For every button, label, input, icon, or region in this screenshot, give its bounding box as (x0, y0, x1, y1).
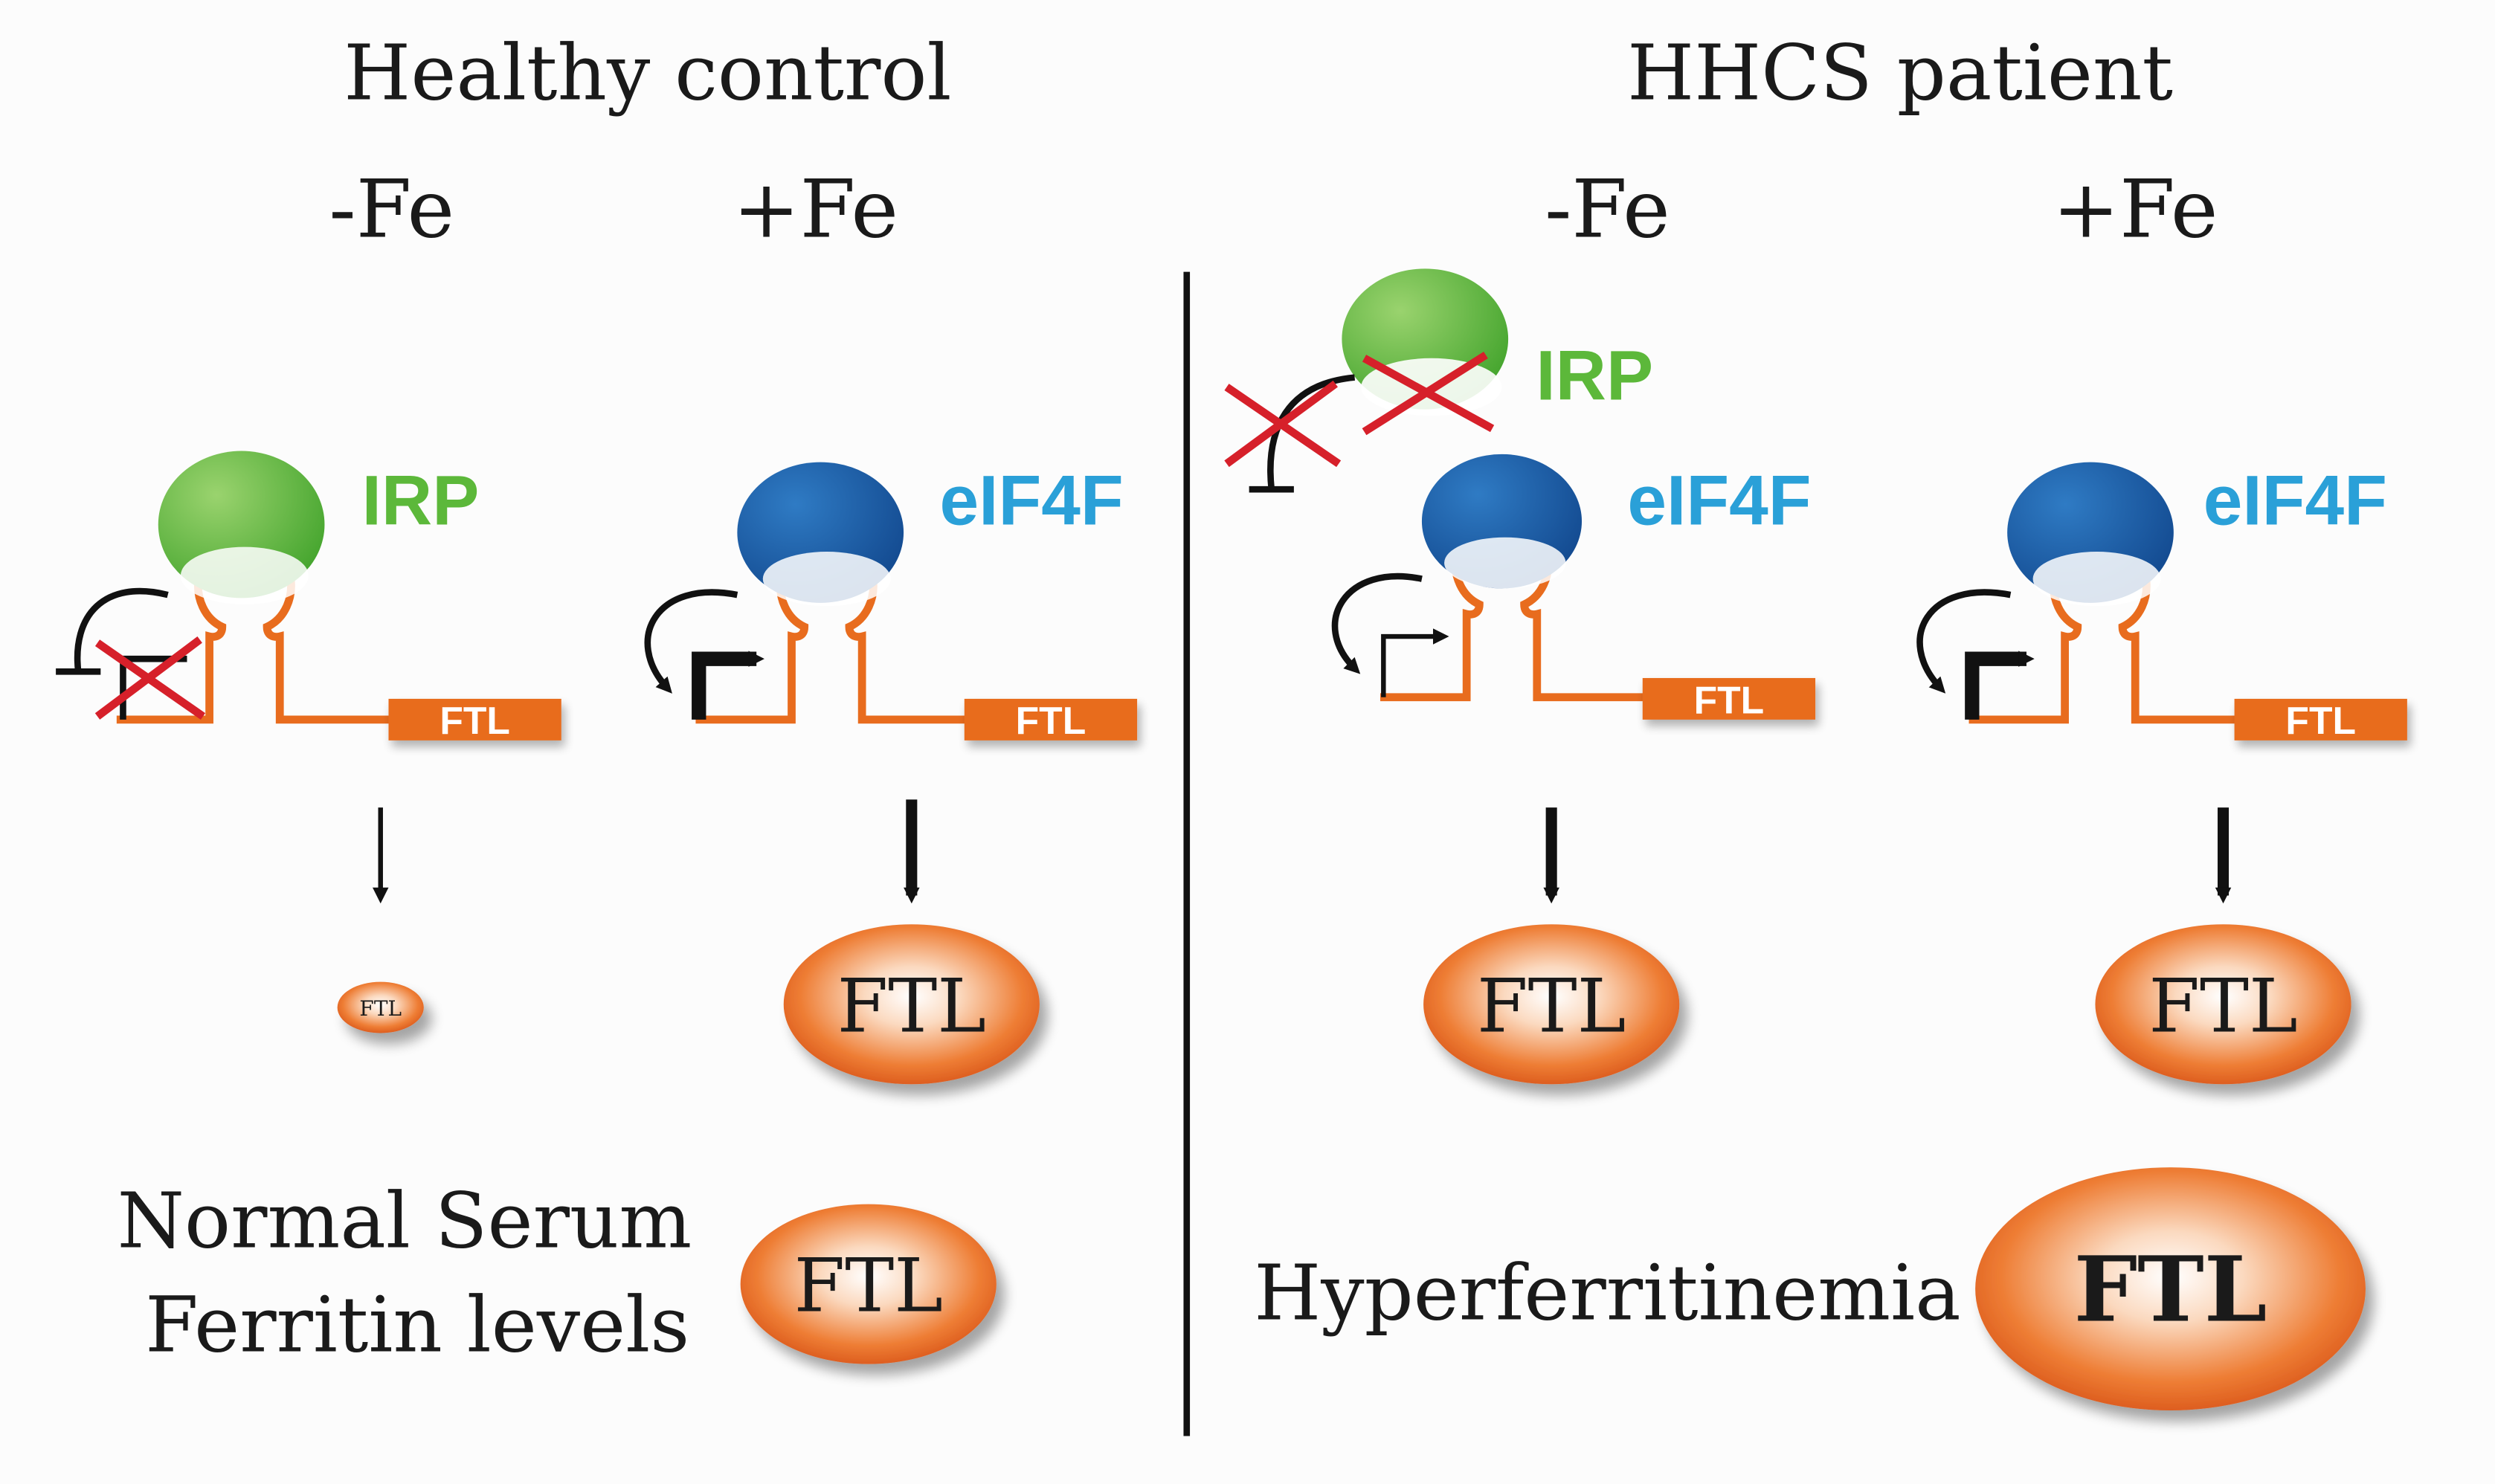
healthy-control-title: Healthy control (344, 28, 951, 117)
ftl-gene-box (964, 698, 1138, 741)
repression-blocked-cross-icon (1224, 380, 1342, 468)
patient-plus-fe-construct: FTL eIF4F (1916, 461, 2407, 742)
ftl-protein-small (337, 981, 424, 1033)
ftl-protein-patient-minus-fe (1423, 924, 1680, 1085)
eif4f-label: eIF4F (1627, 461, 1811, 540)
patient-minus-fe-label: -Fe (1545, 163, 1670, 256)
hyperferritinemia-protein-label: FTL (2074, 1238, 2267, 1343)
ftl-gene-box (2234, 698, 2407, 741)
start-arrow (692, 651, 764, 720)
activation-curve (1331, 572, 1423, 674)
hyperferritinemia-label: Hyperferritinemia (1254, 1248, 1960, 1338)
healthy-minus-fe-construct: FTL IRP (56, 451, 561, 742)
irp-binding-blocked-cross-icon (1362, 351, 1495, 436)
ftl-protein-patient-plus-fe (2095, 924, 2351, 1085)
irp-binding-highlight (180, 546, 309, 605)
ftl-protein-patient-minus-fe-label: FTL (1477, 964, 1626, 1049)
eif4f-label: eIF4F (940, 461, 1124, 540)
repression-curve (1267, 374, 1356, 490)
patient-plus-fe-label: +Fe (2053, 163, 2218, 256)
ftl-protein-patient-plus-fe-label: FTL (2148, 964, 2297, 1049)
healthy-minus-fe-label: -Fe (329, 163, 454, 256)
ftl-gene-label: FTL (440, 699, 510, 742)
hyperferritinemia-protein (1975, 1167, 2366, 1411)
repression-curve (74, 587, 169, 672)
ftl-gene-label: FTL (1694, 678, 1765, 721)
activation-curve (644, 589, 738, 694)
ftl-gene-label: FTL (1016, 699, 1086, 742)
healthy-plus-fe-construct: FTL eIF4F (644, 461, 1138, 742)
normal-serum-line1: Normal Serum (117, 1177, 692, 1266)
ftl-gene-label: FTL (2285, 699, 2356, 742)
normal-ferritin-protein-label: FTL (794, 1244, 943, 1329)
activation-curve (1916, 589, 2012, 694)
eif4f-label: eIF4F (2203, 461, 2387, 540)
patient-title: HHCS patient (1627, 28, 2173, 117)
irp-label: IRP (362, 461, 480, 540)
eif4f-binding-highlight (2032, 552, 2161, 607)
start-arrow (1965, 651, 2035, 720)
eif4f-binding-highlight (762, 552, 891, 607)
eif4f-binding-highlight (1444, 537, 1566, 589)
start-arrow (1381, 628, 1449, 697)
irp-label: IRP (1536, 337, 1653, 416)
blocked-cross-icon (94, 636, 206, 720)
normal-serum-line2: Ferritin levels (145, 1280, 689, 1370)
ftl-protein-small-label: FTL (359, 996, 402, 1021)
ftl-protein-large (783, 924, 1040, 1085)
ftl-gene-box (388, 698, 561, 741)
ftl-protein-large-label: FTL (837, 964, 986, 1049)
healthy-plus-fe-label: +Fe (733, 163, 898, 256)
patient-minus-fe-construct: FTL IRP eIF4F (1224, 268, 1816, 721)
ftl-gene-box (1642, 677, 1816, 720)
normal-ferritin-protein (740, 1204, 997, 1364)
